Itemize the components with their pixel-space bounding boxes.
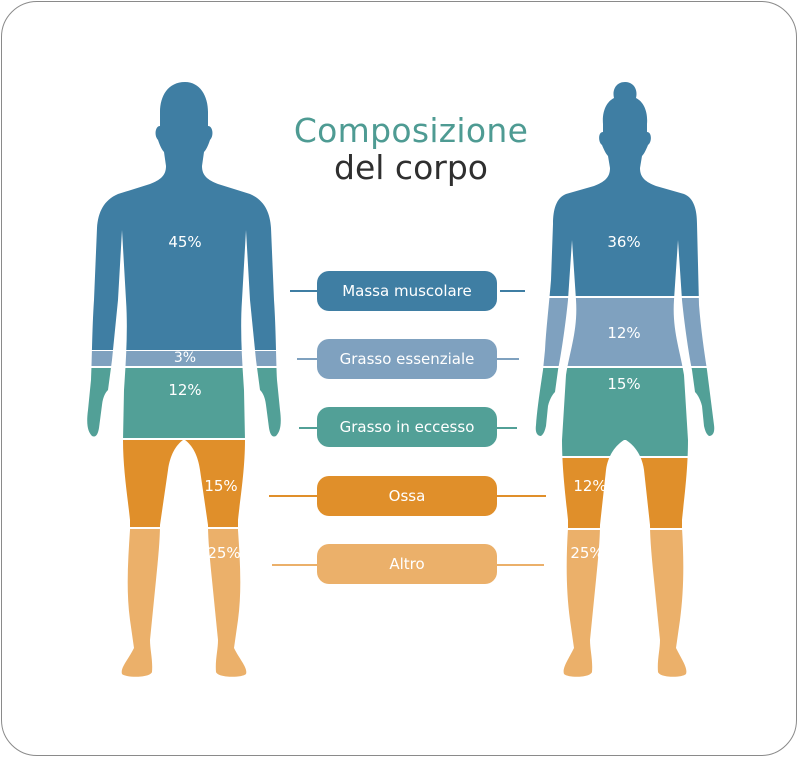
connector-bone-right: [497, 495, 546, 497]
male-muscle-pct: 45%: [168, 233, 202, 251]
male-other-band: [87, 529, 281, 677]
male-essential-fat-pct: 3%: [173, 350, 197, 366]
female-other-band: [535, 530, 715, 677]
male-bone-pct: 15%: [204, 477, 238, 495]
male-excess-fat-pct: 12%: [168, 381, 202, 399]
female-muscle-pct: 36%: [607, 233, 641, 251]
legend-bone-label: Ossa: [388, 487, 426, 505]
legend-bone: Ossa: [317, 476, 497, 516]
legend-essential-fat: Grasso essenziale: [317, 339, 497, 379]
connector-muscle-right: [500, 290, 525, 292]
connector-excess-fat-right: [497, 427, 517, 429]
female-muscle-band: [535, 82, 715, 296]
female-excess-fat-pct: 15%: [607, 375, 641, 393]
male-figure: [87, 82, 281, 677]
male-excess-fat-band: [87, 368, 281, 438]
legend-muscle-label: Massa muscolare: [342, 282, 472, 300]
female-bone-pct: 12%: [573, 477, 607, 495]
title-line-2: del corpo: [334, 148, 488, 187]
male-bone-band: [87, 440, 281, 527]
legend-other: Altro: [317, 544, 497, 584]
male-muscle-band: [87, 82, 281, 350]
female-essential-fat-pct: 12%: [607, 324, 641, 342]
connector-other-right: [497, 564, 544, 566]
connector-essential-fat-right: [497, 358, 519, 360]
male-other-pct: 25%: [207, 544, 241, 562]
title-line-1: Composizione: [293, 111, 529, 150]
page-title: Composizione del corpo: [280, 114, 542, 184]
female-bone-band: [535, 458, 715, 528]
legend-essential-fat-label: Grasso essenziale: [339, 350, 475, 368]
male-essential-fat-band: [87, 351, 281, 366]
legend-excess-fat-label: Grasso in eccesso: [339, 418, 475, 436]
female-other-pct: 25%: [570, 544, 604, 562]
legend-muscle: Massa muscolare: [317, 271, 497, 311]
legend-excess-fat: Grasso in eccesso: [317, 407, 497, 447]
legend-other-label: Altro: [389, 555, 425, 573]
